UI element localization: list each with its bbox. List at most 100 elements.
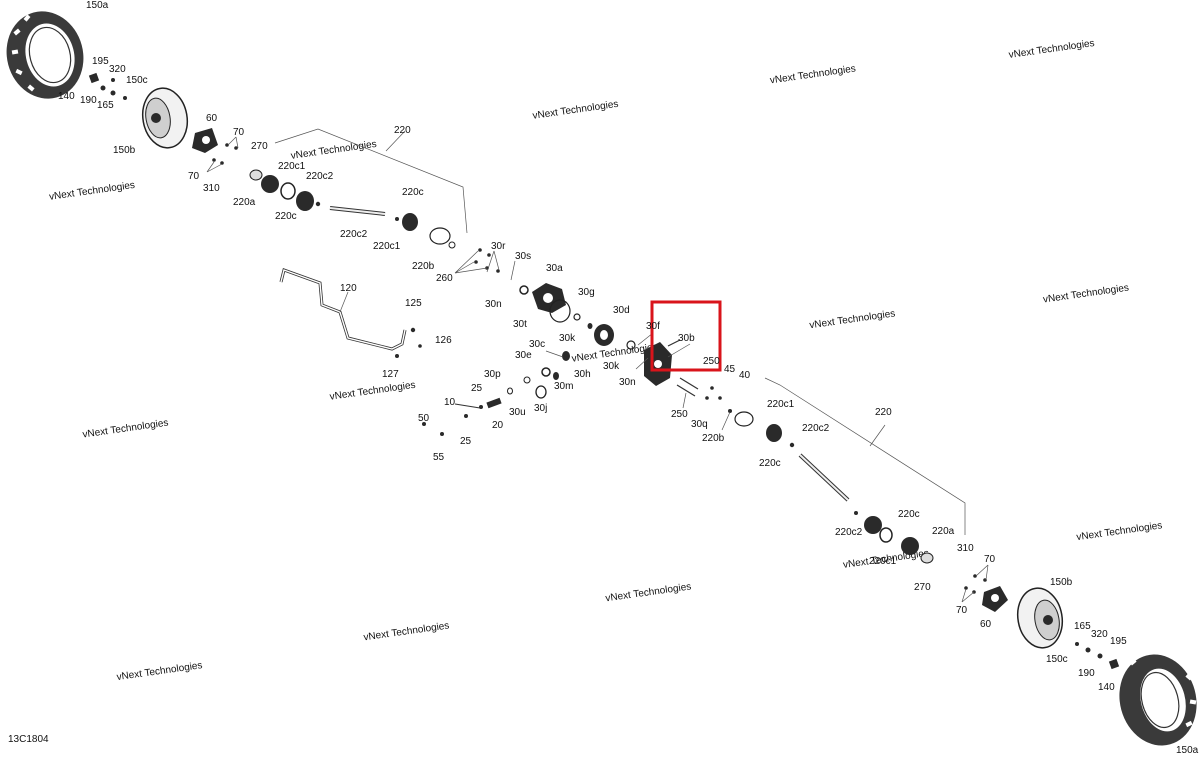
part-label: 127: [382, 369, 399, 380]
part-label: 150b: [1050, 577, 1073, 588]
part-label: 60: [980, 619, 992, 630]
cv-joint-220c-bottom: [728, 409, 795, 448]
part-label: 220c2: [802, 423, 830, 434]
cv-joint-220c1-top: [261, 175, 321, 211]
watermark: vNext Technologies: [290, 139, 377, 162]
part-label: 140: [1098, 682, 1115, 693]
part-label: 10: [444, 397, 456, 408]
drive-shaft-bottom: [798, 453, 858, 515]
small-hardware-bottom-right: [1075, 642, 1120, 670]
part-label: 220a: [233, 197, 256, 208]
part-label: 220c1: [373, 241, 401, 252]
part-label: 270: [914, 582, 931, 593]
part-label: 220b: [412, 261, 435, 272]
part-label: 30m: [554, 381, 573, 392]
part-label: 30n: [619, 377, 636, 388]
part-label: 30k: [559, 333, 576, 344]
part-label: 220c1: [278, 161, 306, 172]
part-label: 30t: [513, 319, 527, 330]
pinion-shaft-20: [422, 397, 502, 436]
part-label: 190: [80, 95, 97, 106]
part-label: 30j: [534, 403, 547, 414]
part-label: 70: [956, 605, 968, 616]
part-label: 20: [492, 420, 504, 431]
part-label: 150a: [86, 0, 109, 11]
small-hardware-top-left: [88, 72, 127, 100]
ring-gear-30d: [573, 313, 636, 350]
part-label: 320: [109, 64, 126, 75]
part-label: 220c1: [767, 399, 795, 410]
watermark: vNext Technologies: [605, 581, 692, 604]
watermark: vNext Technologies: [1076, 520, 1163, 543]
part-label: 30n: [485, 299, 502, 310]
rim-top-left: [141, 87, 189, 149]
part-label: 70: [984, 554, 996, 565]
part-label: 30p: [484, 369, 501, 380]
part-label: 270: [251, 141, 268, 152]
bearing-270-bottom: [920, 552, 934, 564]
part-label: 150c: [1046, 654, 1068, 665]
part-label: 30r: [491, 241, 506, 252]
watermark: vNext Technologies: [1008, 38, 1095, 61]
part-label: 30u: [509, 407, 526, 418]
part-label: 126: [435, 335, 452, 346]
highlight-box: [650, 300, 722, 372]
watermark: vNext Technologies: [329, 380, 416, 403]
watermark: vNext Technologies: [48, 180, 135, 203]
part-label: 55: [433, 452, 445, 463]
part-label: 250: [703, 356, 720, 367]
part-label: 165: [1074, 621, 1091, 632]
part-label: 220c2: [306, 171, 334, 182]
part-label: 195: [92, 56, 109, 67]
fasteners-70-top: [212, 143, 238, 165]
rim-bottom-right: [1016, 587, 1064, 649]
part-label: 30h: [574, 369, 591, 380]
part-label: 140: [58, 91, 75, 102]
diff-cover-30a: [519, 283, 571, 323]
part-label: 25: [460, 436, 472, 447]
part-label: 120: [340, 283, 357, 294]
part-label: 220: [875, 407, 892, 418]
watermark: vNext Technologies: [809, 308, 896, 331]
part-label: 190: [1078, 668, 1095, 679]
watermark: vNext Technologies: [1042, 283, 1129, 306]
part-label: 310: [203, 183, 220, 194]
part-label: 260: [436, 273, 453, 284]
part-label: 195: [1110, 636, 1127, 647]
bolts-250: [676, 377, 722, 400]
part-label: 30d: [613, 305, 630, 316]
part-label: 220c1: [869, 556, 897, 567]
cv-joint-220c-top: [402, 213, 456, 249]
cv-joint-220c1-bottom: [864, 516, 919, 555]
hub-top-left: [192, 128, 218, 153]
part-label: 250: [671, 409, 688, 420]
part-label: 165: [97, 100, 114, 111]
figure-code: 13C1804: [8, 734, 49, 745]
part-label: 30g: [578, 287, 595, 298]
part-label: 30s: [515, 251, 531, 262]
part-label: 320: [1091, 629, 1108, 640]
part-label: 150c: [126, 75, 148, 86]
part-label: 220c2: [835, 527, 863, 538]
part-label: 45: [724, 364, 736, 375]
part-label: 220c: [402, 187, 424, 198]
hub-bottom-right: [982, 586, 1008, 612]
part-label: 220a: [932, 526, 955, 537]
drive-shaft-top: [329, 206, 399, 221]
part-label: 150a: [1176, 745, 1199, 756]
watermark: vNext Technologies: [363, 620, 450, 643]
part-label: 30c: [529, 339, 545, 350]
part-label: 310: [957, 543, 974, 554]
part-label: 25: [471, 383, 483, 394]
watermark: vNext Technologies: [82, 418, 169, 441]
part-label: 30a: [546, 263, 563, 274]
watermark: vNext Technologies: [769, 63, 856, 86]
tire-bottom-right: [1119, 654, 1197, 746]
part-labels: 150a 195 320 150c 140 190 165 150b 60 70…: [58, 0, 1199, 756]
part-label: 220: [394, 125, 411, 136]
watermark: vNext Technologies: [532, 99, 619, 122]
tire-top-left: [6, 11, 84, 99]
part-label: 70: [233, 127, 245, 138]
